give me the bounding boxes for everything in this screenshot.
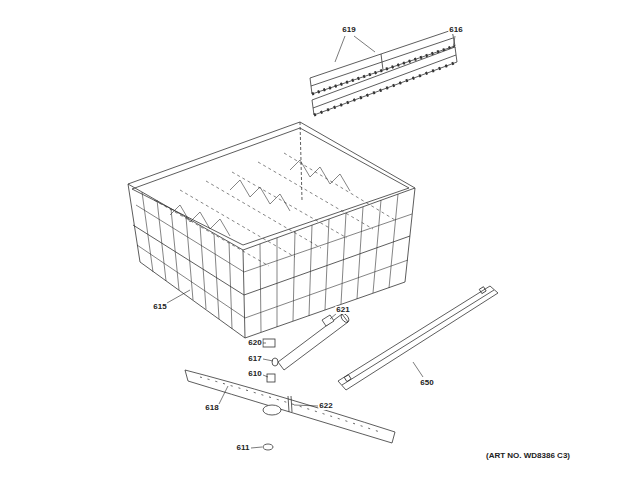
callout-number: 619 xyxy=(341,26,356,34)
callout-number: 610 xyxy=(247,370,262,378)
nut-part xyxy=(263,444,273,450)
leader-lines xyxy=(167,36,455,448)
callout-number: 620 xyxy=(247,339,262,347)
callout-number: 622 xyxy=(318,402,333,410)
tine-rack xyxy=(312,47,457,115)
art-number: (ART NO. WD8386 C3) xyxy=(485,452,571,460)
callout-number: 611 xyxy=(236,444,251,452)
clip-part xyxy=(263,339,275,347)
callout-number: 615 xyxy=(152,303,167,311)
spray-arm xyxy=(185,370,395,443)
slide-rail xyxy=(338,286,498,390)
callout-number: 617 xyxy=(247,355,262,363)
callout-number: 650 xyxy=(419,379,434,387)
callout-number: 621 xyxy=(335,306,350,314)
clip-part xyxy=(322,315,334,326)
callout-number: 618 xyxy=(204,404,219,412)
bearing-part xyxy=(267,374,275,382)
upper-rack-basket xyxy=(128,122,415,338)
callout-number: 616 xyxy=(448,26,463,34)
feed-tube xyxy=(272,312,350,370)
